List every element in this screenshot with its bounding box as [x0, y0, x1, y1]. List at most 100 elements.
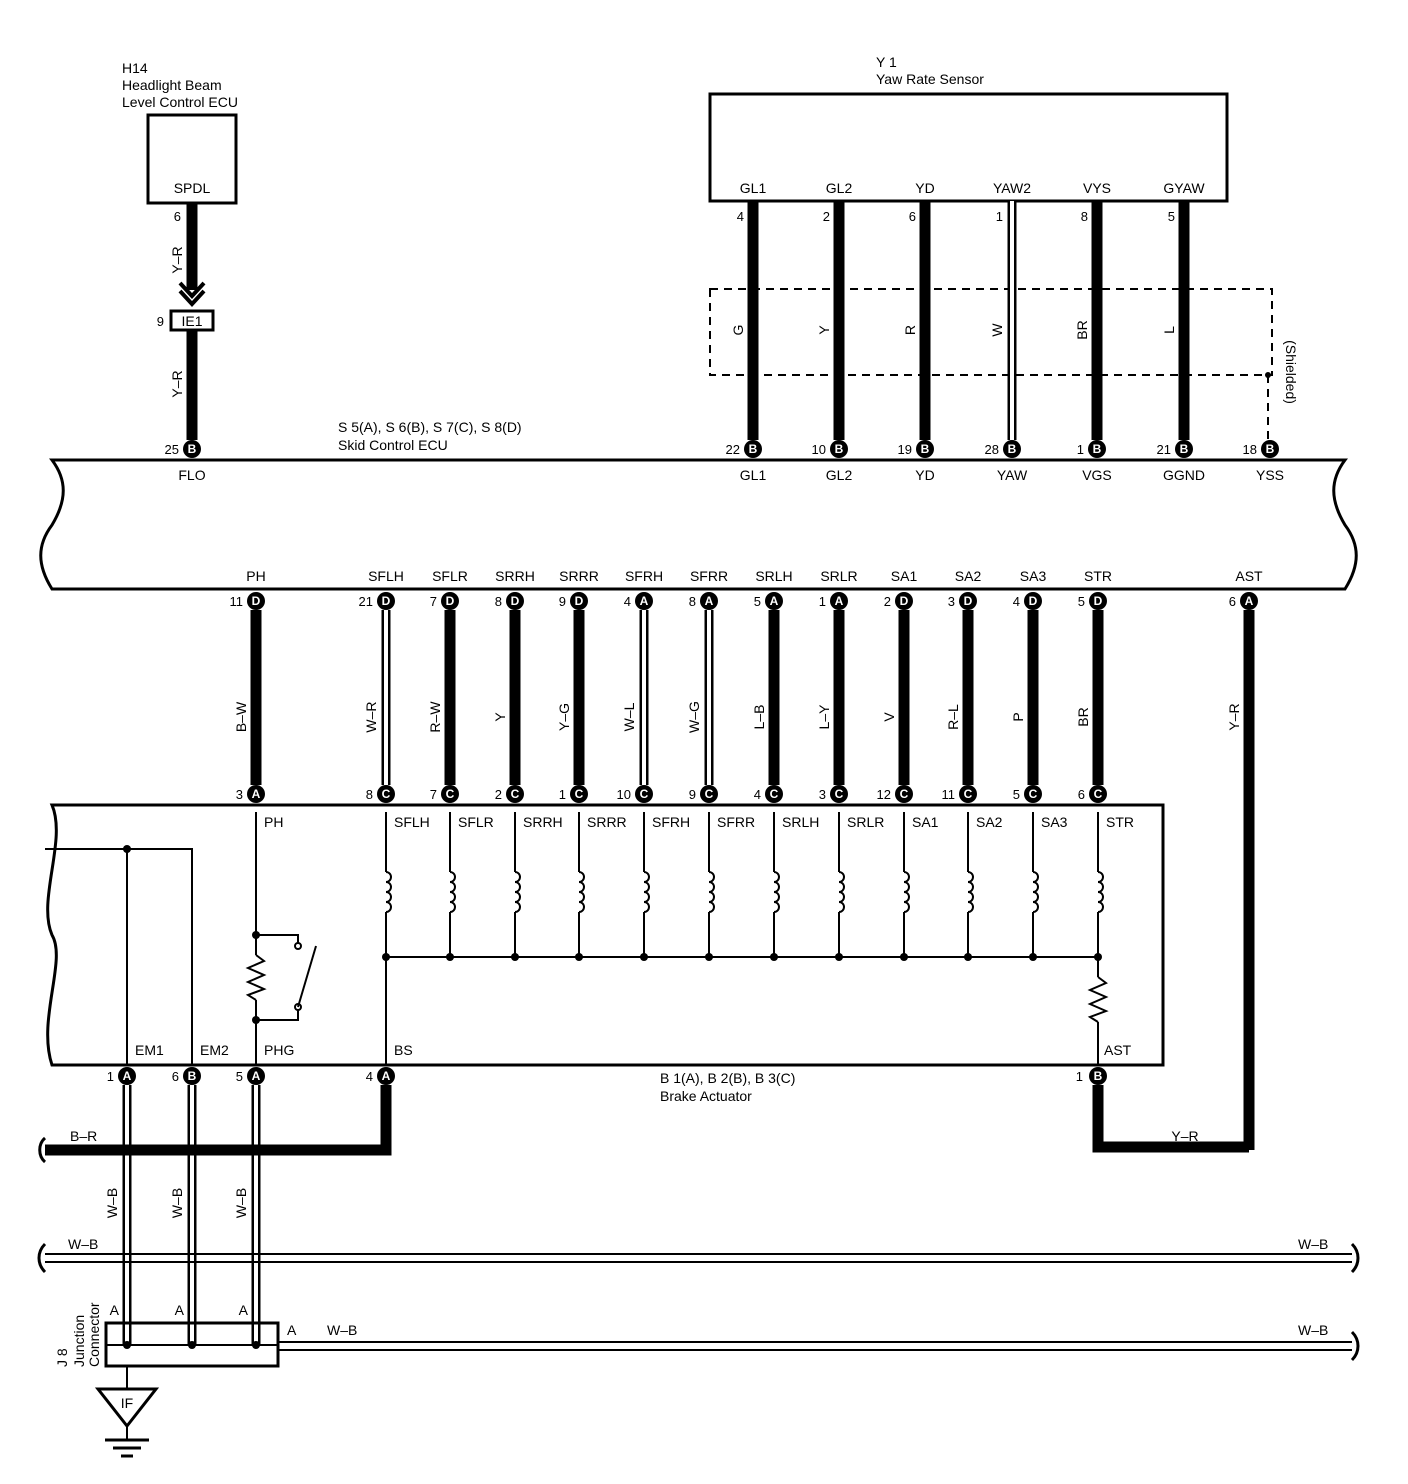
- act-terminal-4: SRRR: [587, 814, 627, 830]
- yaw-ecu-connector-1-pin: 10: [812, 442, 826, 457]
- act-connector-4-letter: C: [575, 787, 584, 801]
- act-connector-11-pin: 5: [1013, 787, 1020, 802]
- solenoid-coil-11: [1032, 871, 1039, 913]
- j8-in-pin-1: A: [175, 1302, 185, 1318]
- yaw-ecu-connector-0-letter: B: [749, 442, 758, 456]
- yaw-sensor-wires: GL14GB22GL1GL22YB10GL2YD6RB19YDYAW21WB28…: [726, 180, 1206, 483]
- act-ecu-connector-3-badge: [506, 592, 524, 610]
- yaw-wire-color-3: W: [989, 323, 1005, 337]
- sensor-pin-4: 8: [1081, 209, 1088, 224]
- h14-terminal-spdl: SPDL: [174, 180, 211, 196]
- act-ecu-connector-6-letter: A: [705, 594, 714, 608]
- yaw-ecu-connector-0-pin: 22: [726, 442, 740, 457]
- sensor-pin-2: 6: [909, 209, 916, 224]
- act-terminal-1: SFLH: [394, 814, 430, 830]
- ecu-terminal-act-9: SA1: [891, 568, 918, 584]
- act-ecu-connector-1-letter: D: [382, 594, 391, 608]
- ecu-terminal-yaw-0: GL1: [740, 467, 767, 483]
- act-ecu-connector-8-letter: A: [835, 594, 844, 608]
- ast-return-wire-color: Y–R: [1171, 1128, 1198, 1144]
- yss-pin: 18: [1243, 442, 1257, 457]
- yaw-ecu-connector-5-letter: B: [1180, 442, 1189, 456]
- act-wire-color-1: W–R: [363, 701, 379, 732]
- ecu-terminal-yss: YSS: [1256, 467, 1284, 483]
- h14-name-line2: Level Control ECU: [122, 94, 238, 110]
- act-ecu-connector-0-badge: [247, 592, 265, 610]
- act-connector-10-letter: C: [964, 787, 973, 801]
- act-connector-3-pin: 2: [495, 787, 502, 802]
- act-ecu-connector-1-badge: [377, 592, 395, 610]
- act-connector-3-letter: C: [511, 787, 520, 801]
- act-bottom-connector-0-badge: [118, 1067, 136, 1085]
- act-ecu-connector-10-letter: D: [964, 594, 973, 608]
- act-bottom-connector-1-pin: 6: [172, 1069, 179, 1084]
- h14-name-line1: Headlight Beam: [122, 77, 222, 93]
- act-bottom-connector-2-letter: A: [252, 1069, 261, 1083]
- actuator-solenoid-wires: PHD11B–WA3PHSFLHD21W–RC8SFLHSFLRD7R–WC7S…: [230, 568, 1134, 961]
- act-connector-4-pin: 1: [559, 787, 566, 802]
- act-terminal-5: SFRH: [652, 814, 690, 830]
- ecu-terminal-act-7: SRLH: [755, 568, 792, 584]
- act-ecu-connector-7-letter: A: [770, 594, 779, 608]
- act-ecu-connector-0-letter: D: [252, 594, 261, 608]
- wb-bus-upper-break-left: [37, 1242, 47, 1274]
- sensor-terminal-5: GYAW: [1163, 180, 1205, 196]
- act-ecu-connector-11-badge: [1024, 592, 1042, 610]
- flo-pin: 25: [165, 442, 179, 457]
- ecu-terminal-yaw-4: VGS: [1082, 467, 1112, 483]
- j8-out-pin: A: [287, 1322, 297, 1338]
- act-terminal-10: SA2: [976, 814, 1003, 830]
- shield-enclosure: [709, 288, 1273, 376]
- yaw-ecu-connector-2-pin: 19: [898, 442, 912, 457]
- act-ecu-connector-10-pin: 3: [948, 594, 955, 609]
- wb-bus-lower-right-color: W–B: [1298, 1322, 1328, 1338]
- act-wire-color-8: L–Y: [816, 704, 832, 730]
- act-ecu-connector-2-badge: [441, 592, 459, 610]
- act-ecu-connector-5-badge: [635, 592, 653, 610]
- sensor-pin-5: 5: [1168, 209, 1175, 224]
- act-ecu-connector-1-pin: 21: [359, 594, 373, 609]
- act-terminal-12: STR: [1106, 814, 1134, 830]
- ph-junction-dot-top: [252, 931, 260, 939]
- ecu-terminal-yaw-2: YD: [915, 467, 934, 483]
- act-ecu-connector-5-pin: 4: [624, 594, 631, 609]
- ecu-terminal-flo: FLO: [178, 467, 205, 483]
- h14-chevron-2: [178, 289, 206, 307]
- act-connector-6-letter: C: [705, 787, 714, 801]
- act-connector-12-letter: C: [1094, 787, 1103, 801]
- ecu-terminal-act-10: SA2: [955, 568, 982, 584]
- ground-code: IF: [121, 1395, 133, 1411]
- act-wire-color-9: V: [881, 712, 897, 722]
- solenoid-coil-2: [449, 871, 456, 913]
- act-ecu-connector-4-letter: D: [575, 594, 584, 608]
- ecu-terminal-yaw-1: GL2: [826, 467, 853, 483]
- act-ecu-connector-11-letter: D: [1029, 594, 1038, 608]
- ast-ecu-pin: 6: [1229, 594, 1236, 609]
- h14-wire-upper-color: Y–R: [169, 246, 185, 273]
- yaw-ecu-connector-3-letter: B: [1008, 442, 1017, 456]
- yss-connector-letter: B: [1266, 442, 1275, 456]
- ground-triangle: [94, 1387, 160, 1429]
- yaw-rate-sensor-box: [708, 92, 1229, 203]
- brake-actuator-connectors: B 1(A), B 2(B), B 3(C): [660, 1070, 795, 1086]
- ph-resistor: [245, 954, 267, 1001]
- wb-wire-color-1: W–B: [169, 1188, 185, 1218]
- sensor-terminal-4: VYS: [1083, 180, 1111, 196]
- act-ecu-connector-5-letter: A: [640, 594, 649, 608]
- act-connector-9-letter: C: [900, 787, 909, 801]
- sensor-terminal-2: YD: [915, 180, 934, 196]
- act-ecu-connector-12-pin: 5: [1078, 594, 1085, 609]
- act-connector-7-pin: 4: [754, 787, 761, 802]
- solenoid-coil-12: [1097, 871, 1104, 913]
- act-terminal-9: SA1: [912, 814, 939, 830]
- act-connector-11-badge: [1024, 785, 1042, 803]
- act-ecu-connector-6-pin: 8: [689, 594, 696, 609]
- solenoid-coil-1: [385, 871, 392, 913]
- yaw-ecu-connector-5-badge: [1175, 440, 1193, 458]
- wb-bus-upper-break-right: [1350, 1242, 1360, 1274]
- flo-connector-badge: [183, 440, 201, 458]
- act-connector-4-badge: [570, 785, 588, 803]
- act-bottom-terminal-0: EM1: [135, 1042, 164, 1058]
- act-connector-0-badge: [247, 785, 265, 803]
- motor-relay-line: [45, 848, 193, 1065]
